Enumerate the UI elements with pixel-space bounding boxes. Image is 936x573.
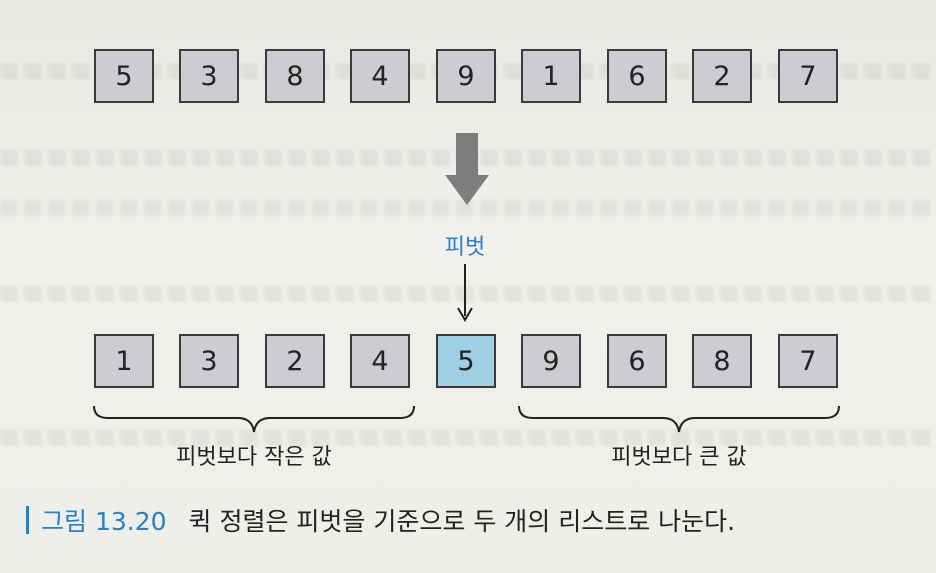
caption-text: 퀵 정렬은 피벗을 기준으로 두 개의 리스트로 나눈다. bbox=[188, 507, 736, 536]
list-cell: 7 bbox=[778, 49, 838, 103]
list-cell: 5 bbox=[94, 49, 154, 103]
list-cell: 4 bbox=[350, 334, 410, 388]
pivot-cell: 5 bbox=[436, 334, 496, 388]
list-cell: 1 bbox=[521, 49, 581, 103]
list-cell: 6 bbox=[607, 49, 667, 103]
caption-accent-bar bbox=[26, 506, 29, 534]
right-brace bbox=[518, 405, 840, 433]
right-group-label: 피벗보다 큰 값 bbox=[611, 445, 747, 470]
pivot-label: 피벗 bbox=[444, 235, 486, 260]
left-group-label: 피벗보다 작은 값 bbox=[176, 445, 332, 470]
list-cell: 9 bbox=[436, 49, 496, 103]
list-cell: 2 bbox=[692, 49, 752, 103]
list-cell: 4 bbox=[350, 49, 410, 103]
list-cell: 2 bbox=[265, 334, 325, 388]
figure-number: 그림 13.20 bbox=[41, 507, 167, 536]
unsorted-list: 5 3 8 4 9 1 6 2 7 bbox=[0, 49, 936, 109]
background-bleed-text bbox=[0, 200, 936, 216]
list-cell: 8 bbox=[265, 49, 325, 103]
list-cell: 3 bbox=[179, 49, 239, 103]
list-cell: 8 bbox=[692, 334, 752, 388]
list-cell: 6 bbox=[607, 334, 667, 388]
list-cell: 9 bbox=[521, 334, 581, 388]
background-bleed-text bbox=[0, 286, 936, 302]
list-cell: 1 bbox=[94, 334, 154, 388]
partitioned-list: 1 3 2 4 5 9 6 8 7 bbox=[0, 334, 936, 394]
pivot-pointer-icon bbox=[457, 264, 473, 322]
down-arrow-icon bbox=[445, 133, 489, 205]
background-bleed-text bbox=[0, 430, 936, 446]
figure-caption: 그림 13.20 퀵 정렬은 피벗을 기준으로 두 개의 리스트로 나눈다. bbox=[26, 500, 735, 540]
list-cell: 7 bbox=[778, 334, 838, 388]
list-cell: 3 bbox=[179, 334, 239, 388]
left-brace bbox=[93, 405, 415, 433]
